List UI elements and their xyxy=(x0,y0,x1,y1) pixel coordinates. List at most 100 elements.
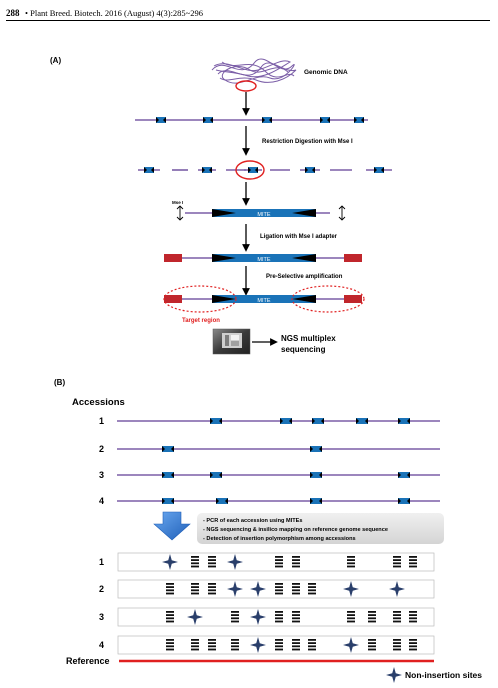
mite-label-2: MITE xyxy=(257,257,270,263)
mite-label-3: MITE xyxy=(257,298,270,304)
mite-element xyxy=(162,446,174,452)
insertion-bars xyxy=(393,639,401,651)
insertion-bars xyxy=(275,611,283,623)
non-insertion-star xyxy=(227,581,243,597)
page-number: 288 xyxy=(6,8,20,18)
insertion-bars xyxy=(275,583,283,595)
result-id: 2 xyxy=(99,584,104,594)
insertion-bars xyxy=(393,611,401,623)
mite-element xyxy=(210,472,222,478)
steps-box xyxy=(197,513,444,544)
non-insertion-star xyxy=(343,581,359,597)
insertion-bars xyxy=(409,611,417,623)
result-row-box xyxy=(117,607,435,627)
strand-mites xyxy=(156,117,364,123)
insertion-bars xyxy=(191,583,199,595)
ngs-sequencer-icon xyxy=(212,328,251,355)
digested-fragments xyxy=(138,167,392,173)
step1-label: Restriction Digestion with Mse I xyxy=(262,139,353,145)
non-insertion-star xyxy=(389,581,405,597)
insertion-bars xyxy=(191,639,199,651)
insertion-bars xyxy=(292,583,300,595)
insertion-bars xyxy=(231,639,239,651)
ngs-line1: NGS multiplex xyxy=(281,334,336,343)
non-insertion-star xyxy=(250,637,266,653)
insertion-bars xyxy=(368,639,376,651)
mite-element xyxy=(144,167,154,173)
insertion-bars xyxy=(347,556,355,568)
mite-element xyxy=(310,498,322,504)
insertion-bars xyxy=(292,556,300,568)
accessions-title: Accessions xyxy=(72,397,125,408)
insertion-bars xyxy=(308,639,316,651)
insertion-bars xyxy=(166,583,174,595)
insertion-bars xyxy=(275,556,283,568)
non-insertion-star xyxy=(250,609,266,625)
mite-element xyxy=(210,418,222,424)
amplified-fragment: MITE xyxy=(163,285,365,313)
step-pcr: - PCR of each accession using MITEs xyxy=(203,518,302,524)
ngs-line2: sequencing xyxy=(281,345,326,354)
mite-element xyxy=(203,117,213,123)
accession-id: 1 xyxy=(99,416,104,426)
journal-citation: • Plant Breed. Biotech. 2016 (August) 4(… xyxy=(25,8,204,18)
mite-element xyxy=(310,472,322,478)
mite-element xyxy=(262,117,272,123)
accession-id: 4 xyxy=(99,496,104,506)
process-arrow-icon xyxy=(153,511,191,541)
non-insertion-star xyxy=(162,554,178,570)
insertion-bars xyxy=(208,556,216,568)
result-id: 3 xyxy=(99,612,104,622)
step-ngs: - NGS sequencing & insilico mapping on r… xyxy=(203,527,388,533)
non-insertion-star xyxy=(227,554,243,570)
insertion-bars xyxy=(409,556,417,568)
page-header: 288 • Plant Breed. Biotech. 2016 (August… xyxy=(0,0,498,24)
panel-b-label: (B) xyxy=(54,378,65,387)
insertion-bars xyxy=(191,556,199,568)
step2-label: Ligation with Mse I adapter xyxy=(260,234,338,240)
accession-id: 3 xyxy=(99,470,104,480)
mite-element xyxy=(374,167,384,173)
panel-a-label: (A) xyxy=(50,56,61,65)
insertion-bars xyxy=(166,611,174,623)
mite-element xyxy=(312,418,324,424)
insertion-bars xyxy=(166,639,174,651)
mse-cut-left-icon xyxy=(176,205,184,221)
dna-highlight-circle xyxy=(235,80,257,92)
non-insertion-star xyxy=(187,609,203,625)
mite-fragment: MITE xyxy=(185,209,330,218)
ligated-fragment: MITE xyxy=(164,254,362,263)
legend-label: Non-insertion sites xyxy=(405,670,482,680)
mite-element xyxy=(280,418,292,424)
mite-element xyxy=(320,117,330,123)
insertion-bars xyxy=(347,611,355,623)
step3-label: Pre-Selective amplification xyxy=(266,274,343,280)
insertion-bars xyxy=(292,611,300,623)
genomic-dna-tangle xyxy=(211,58,297,84)
mite-element xyxy=(162,472,174,478)
mite-element xyxy=(356,418,368,424)
fragment-highlight-circle xyxy=(235,160,265,180)
result-rows: 1 2 3 4 xyxy=(99,552,435,655)
mite-element xyxy=(398,472,410,478)
insertion-bars xyxy=(292,639,300,651)
header-rule xyxy=(6,20,490,21)
mite-element xyxy=(398,418,410,424)
mite-label-1: MITE xyxy=(257,212,270,218)
legend: Non-insertion sites xyxy=(386,667,482,683)
result-id: 4 xyxy=(99,640,104,650)
result-id: 1 xyxy=(99,557,104,567)
genomic-dna-label: Genomic DNA xyxy=(304,69,348,76)
insertion-bars xyxy=(275,639,283,651)
mite-element xyxy=(156,117,166,123)
mse-cut-right-icon xyxy=(338,205,346,221)
insertion-bars xyxy=(208,639,216,651)
target-region-label: Target region xyxy=(182,318,220,324)
mite-element xyxy=(354,117,364,123)
non-insertion-star xyxy=(250,581,266,597)
non-insertion-star xyxy=(343,637,359,653)
mite-element xyxy=(310,446,322,452)
insertion-bars xyxy=(208,583,216,595)
